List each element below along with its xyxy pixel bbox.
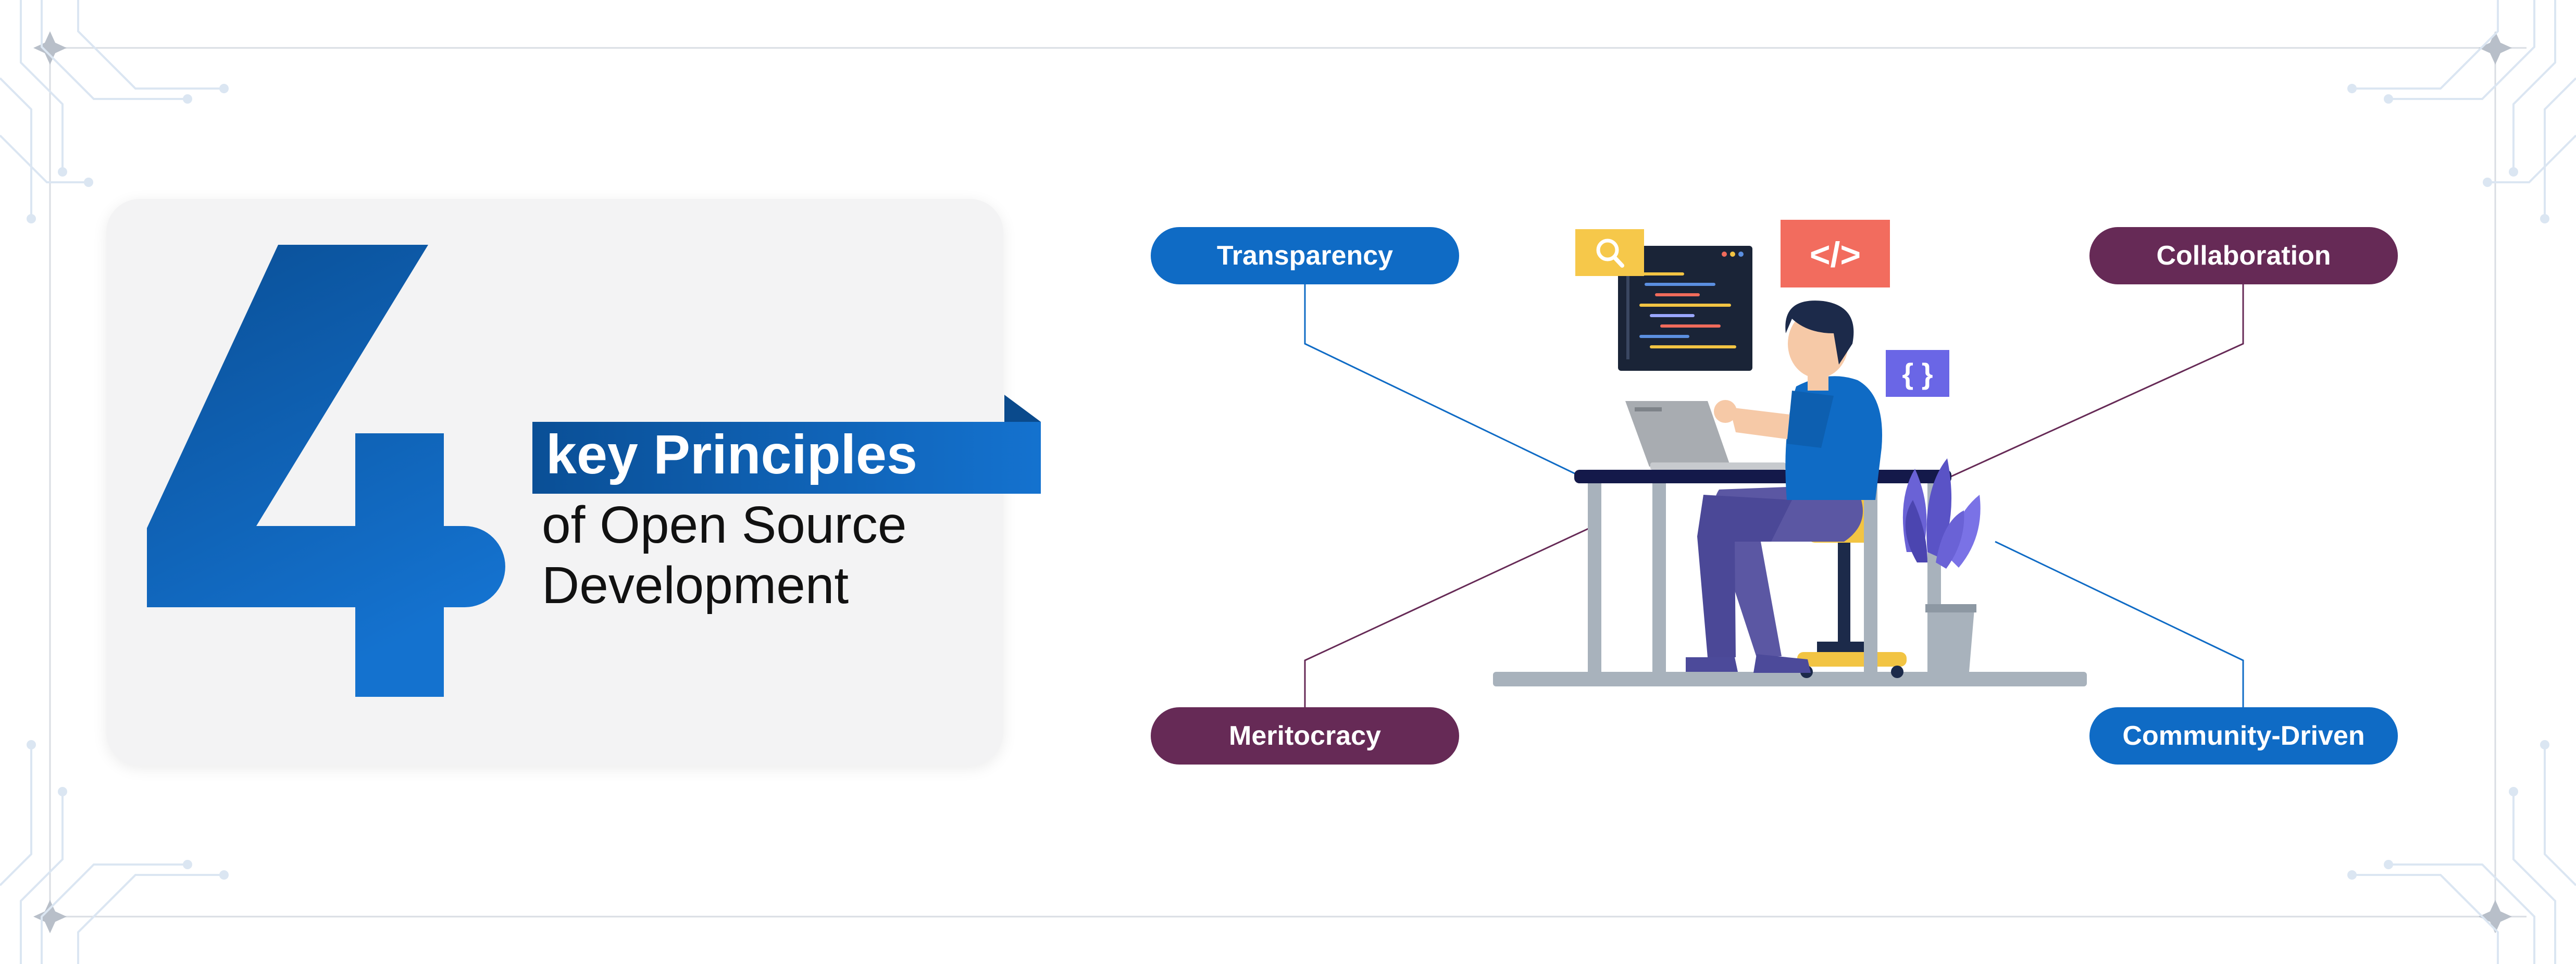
pill-meritocracy: Meritocracy [1151, 707, 1459, 765]
big-number-four: 4 [147, 245, 505, 697]
heading-ribbon [532, 395, 1041, 494]
pill-community-driven: Community-Driven [2089, 707, 2398, 765]
pill-transparency: Transparency [1151, 227, 1459, 284]
corner-star-icons [33, 31, 2512, 933]
connector-collaboration [1950, 284, 2244, 478]
heading-line-2: of Open Source [542, 496, 907, 554]
braces-badge [1886, 350, 1949, 397]
connector-meritocracy [1304, 525, 1595, 708]
connector-transparency [1304, 284, 1582, 478]
heading-line-3: Development [542, 556, 849, 615]
connector-community [1995, 541, 2244, 708]
heading-key-principles: key Principles [546, 424, 917, 485]
code-window [1618, 246, 1752, 371]
code-badge [1781, 220, 1890, 287]
pill-collaboration: Collaboration [2089, 227, 2398, 284]
code-badge-label: </> [1810, 235, 1861, 274]
plant-icon [1902, 458, 1981, 672]
search-icon [1596, 239, 1624, 268]
search-badge [1575, 229, 1644, 276]
braces-badge-label: { } [1902, 357, 1933, 390]
